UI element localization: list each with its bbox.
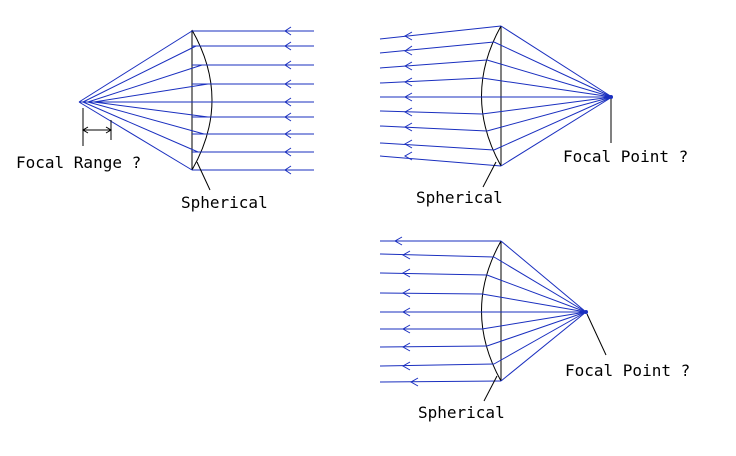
focal-point-dot-top-right [609,95,613,99]
spherical-lens-bottom-right [481,240,502,382]
focal-range-marker [82,108,112,146]
arrowheads-top-right [403,31,413,161]
lens-leader-bottom-right [483,375,498,402]
lens-leader-top-right [482,161,497,188]
diagram-top-left: Focal Range ? Spherical [16,26,314,212]
focal-point-label-bottom-right: Focal Point ? [565,361,690,380]
focal-leader-bottom-right [586,313,607,356]
lens-leader-top-left [196,161,211,191]
arrowheads-bottom-right [393,236,419,387]
focal-point-label-top-right: Focal Point ? [563,147,688,166]
diagram-bottom-right: Focal Point ? Spherical [379,236,690,422]
focal-range-label: Focal Range ? [16,153,141,172]
spherical-label-bottom-right: Spherical [418,403,505,422]
outgoing-rays-top-right [379,25,502,167]
focal-point-dot-bottom-right [584,310,588,314]
rays-focal-to-lens-top-right [480,25,613,167]
incoming-rays-top-left [192,30,314,171]
spherical-lens-top-left [191,29,213,171]
spherical-lens-top-right [481,25,502,167]
arrowheads-top-left [284,26,292,175]
rays-focal-to-lens-bottom-right [480,240,587,382]
spherical-label-top-right: Spherical [416,188,503,207]
spherical-label-top-left: Spherical [181,193,268,212]
outgoing-rays-bottom-right [379,240,502,383]
converging-rays-top-left [78,30,210,171]
diagram-top-right: Focal Point ? Spherical [379,25,688,207]
